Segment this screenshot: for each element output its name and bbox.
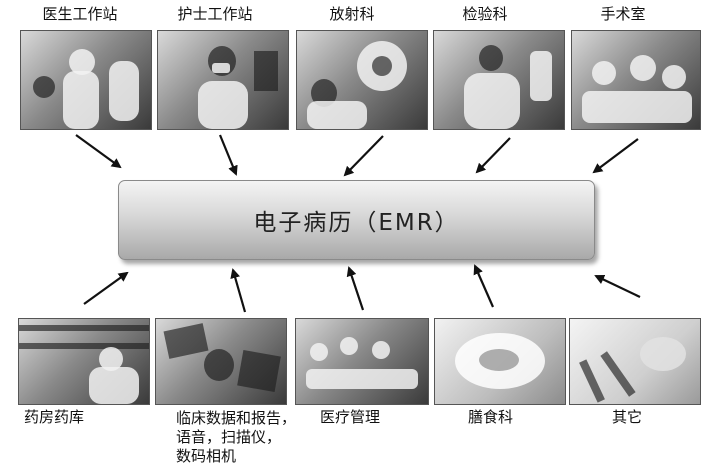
other-photo (569, 318, 701, 405)
label-operating-room: 手术室 (600, 5, 646, 23)
clinical-data-photo (155, 318, 287, 405)
arrow-other-to-emr (594, 274, 641, 298)
arrow-doctor-to-emr (75, 134, 122, 169)
radiology-photo (296, 30, 428, 130)
medical-management-photo (295, 318, 429, 405)
arrow-clinical-to-emr (230, 268, 247, 313)
arrow-management-to-emr (346, 266, 365, 311)
label-laboratory: 检验科 (462, 5, 508, 23)
clinical-line-1: 临床数据和报告， (176, 409, 297, 427)
clinical-line-3: 数码相机 (176, 447, 237, 465)
arrow-pharmacy-to-emr (83, 271, 129, 305)
label-clinical-data: 临床数据和报告， 语音，扫描仪， 数码相机 (176, 409, 296, 466)
nurse-photo (157, 30, 289, 130)
dietary-photo (434, 318, 566, 405)
pharmacy-photo (18, 318, 150, 405)
laboratory-photo (433, 30, 565, 130)
emr-label: 电子病历（EMR） (253, 210, 460, 236)
label-nurse-workstation: 护士工作站 (177, 5, 253, 23)
arrow-operating-to-emr (592, 138, 639, 174)
arrow-dietary-to-emr (473, 264, 495, 308)
arrow-nurse-to-emr (218, 134, 238, 176)
label-medical-management: 医疗管理 (320, 408, 381, 426)
arrow-laboratory-to-emr (475, 137, 511, 174)
arrow-radiology-to-emr (343, 135, 384, 177)
label-pharmacy: 药房药库 (24, 408, 85, 426)
operating-room-photo (571, 30, 701, 130)
doctor-photo (20, 30, 152, 130)
label-doctor-workstation: 医生工作站 (42, 5, 118, 23)
clinical-line-2: 语音，扫描仪， (176, 428, 282, 446)
label-radiology: 放射科 (329, 5, 375, 23)
label-dietary: 膳食科 (468, 408, 514, 426)
label-other: 其它 (612, 408, 643, 426)
emr-center-box: 电子病历（EMR） (118, 180, 595, 260)
